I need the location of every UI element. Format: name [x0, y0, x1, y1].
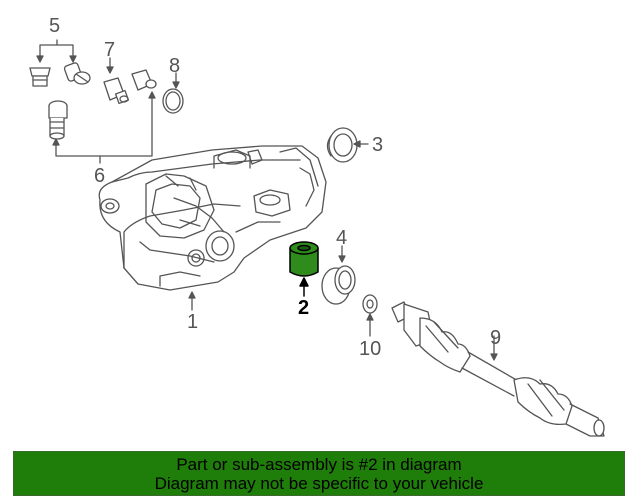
callout-7: 7: [104, 39, 115, 61]
callout-3: 3: [372, 134, 383, 156]
parts-diagram: 5 7 8 3 6 4 2 1 9 10: [29, 15, 605, 437]
callout-leader-5: [36, 39, 77, 63]
washer-10: [362, 294, 378, 337]
plug-5b: [63, 62, 91, 85]
callout-4: 4: [336, 227, 347, 249]
axle-shaft-9: [391, 301, 605, 437]
callout-leader-1: [188, 291, 196, 311]
callout-6: 6: [94, 165, 105, 187]
callout-leader-6: [52, 91, 156, 164]
callout-5: 5: [49, 15, 60, 37]
bushing-2-highlight: [289, 241, 319, 297]
o-ring-8: [162, 72, 184, 114]
info-banner: Part or sub-assembly is #2 in diagram Di…: [13, 451, 625, 496]
seal-3: [326, 127, 369, 163]
differential-housing-1: [98, 145, 327, 291]
callout-8: 8: [169, 55, 180, 77]
callout-1: 1: [187, 311, 198, 333]
plug-7: [103, 57, 157, 105]
callout-10: 10: [359, 338, 381, 360]
seal-4: [321, 245, 356, 305]
plug-5a: [29, 67, 51, 87]
banner-line-disclaimer: Diagram may not be specific to your vehi…: [154, 473, 484, 493]
banner-line-part: Part or sub-assembly is #2 in diagram: [176, 454, 462, 474]
callout-9: 9: [490, 327, 501, 349]
callout-2: 2: [298, 297, 309, 319]
plug-6: [48, 100, 68, 140]
